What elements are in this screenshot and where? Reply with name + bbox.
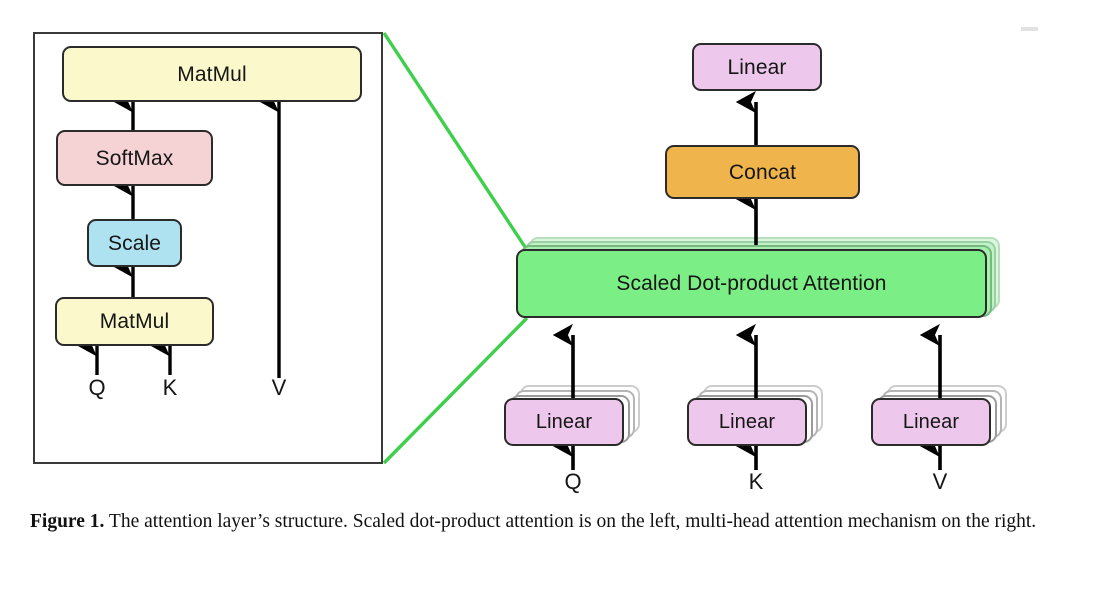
- node-label: Linear: [727, 55, 787, 79]
- node-matmul-top[interactable]: MatMul: [62, 46, 362, 102]
- node-scale[interactable]: Scale: [87, 219, 182, 267]
- input-label-v-left: V: [271, 375, 287, 400]
- node-label: Concat: [728, 160, 797, 184]
- node-label: SoftMax: [95, 146, 174, 170]
- input-label-q-right: Q: [564, 469, 582, 494]
- node-label: MatMul: [99, 310, 170, 333]
- node-label: Scale: [107, 231, 162, 255]
- caption-lead: Figure 1.: [30, 511, 105, 532]
- node-linear-k[interactable]: Linear: [687, 398, 807, 446]
- node-softmax[interactable]: SoftMax: [56, 130, 213, 186]
- node-label: Linear: [535, 411, 593, 433]
- caption-text: The attention layer’s structure. Scaled …: [108, 511, 1037, 532]
- figure-caption: Figure 1. The attention layer’s structur…: [30, 506, 1088, 538]
- scan-artifact: [1021, 27, 1038, 31]
- node-label: Scaled Dot-product Attention: [616, 272, 887, 295]
- node-linear-q[interactable]: Linear: [504, 398, 624, 446]
- input-label-v-right: V: [932, 469, 948, 494]
- node-linear-output[interactable]: Linear: [692, 43, 822, 91]
- node-concat[interactable]: Concat: [665, 145, 860, 199]
- node-scaled-dot-product-attention[interactable]: Scaled Dot-product Attention: [516, 249, 987, 318]
- input-label-k-right: K: [748, 469, 764, 494]
- input-label-q-left: Q: [88, 375, 106, 400]
- node-label: MatMul: [177, 62, 247, 86]
- input-label-k-left: K: [162, 375, 178, 400]
- node-linear-v[interactable]: Linear: [871, 398, 991, 446]
- node-label: Linear: [718, 411, 776, 433]
- node-matmul-bottom[interactable]: MatMul: [55, 297, 214, 346]
- node-label: Linear: [902, 411, 960, 433]
